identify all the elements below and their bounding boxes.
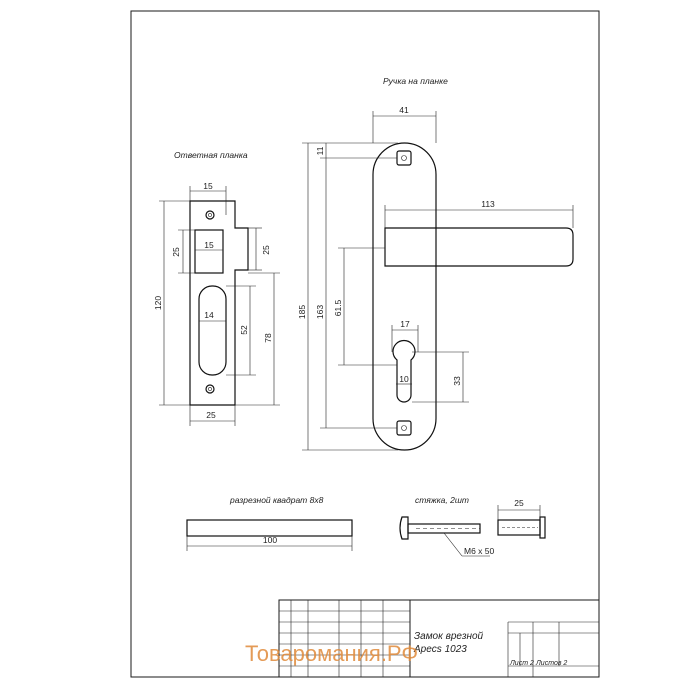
dim-strike-slot-height: 52 [239,325,249,335]
square-dimension-lines [186,536,353,551]
dim-strike-bottom-width: 25 [206,410,216,420]
dim-handle-hole-span: 163 [315,305,325,319]
dim-strike-total-height: 120 [153,296,163,310]
dim-handle-lever-length: 113 [481,199,495,209]
square-caption: разрезной квадрат 8х8 [229,495,324,505]
dim-handle-total-height: 185 [297,305,307,319]
dim-strike-window-height-left: 25 [171,247,181,257]
dim-strike-lower-height: 78 [263,333,273,343]
dim-screw-length: 25 [514,498,524,508]
title-block [278,599,600,678]
screws-caption: стяжка, 2шт [415,495,469,505]
handle-dimension-lines [302,111,574,451]
screw-sleeve [497,516,546,539]
split-square-bar [186,519,353,537]
title-name-line2: Apecs 1023 [413,644,467,655]
dim-handle-plate-width: 41 [399,105,409,115]
tie-screw [399,516,490,557]
strike-plate-caption: Ответная планка [174,150,248,160]
title-sheet-count: Листов 2 [535,660,567,667]
dim-screw-thread: M6 x 50 [464,546,495,556]
handle-plate [372,142,574,451]
strike-dimension-lines [159,186,280,426]
dim-square-length: 100 [263,535,277,545]
title-sheet-number: Лист 2 [509,660,534,667]
dim-cylinder-narrow: 10 [399,374,409,384]
dim-strike-top-width: 15 [203,181,213,191]
sheet-frame [130,10,600,678]
dim-cylinder-width: 17 [400,319,410,329]
sleeve-dimension-lines [497,505,541,520]
dim-strike-window-height-right: 25 [261,245,271,255]
dim-strike-slot-width: 14 [204,310,214,320]
title-name-line1: Замок врезной [414,631,484,642]
watermark: Товаромания.РФ [245,641,418,666]
dim-strike-window-width: 15 [204,240,214,250]
dim-handle-axis-distance: 61.5 [333,299,343,316]
dim-cylinder-height: 33 [452,376,462,386]
dim-handle-top-offset: 11 [315,146,325,155]
handle-caption: Ручка на планке [383,76,448,86]
strike-plate [189,200,249,406]
